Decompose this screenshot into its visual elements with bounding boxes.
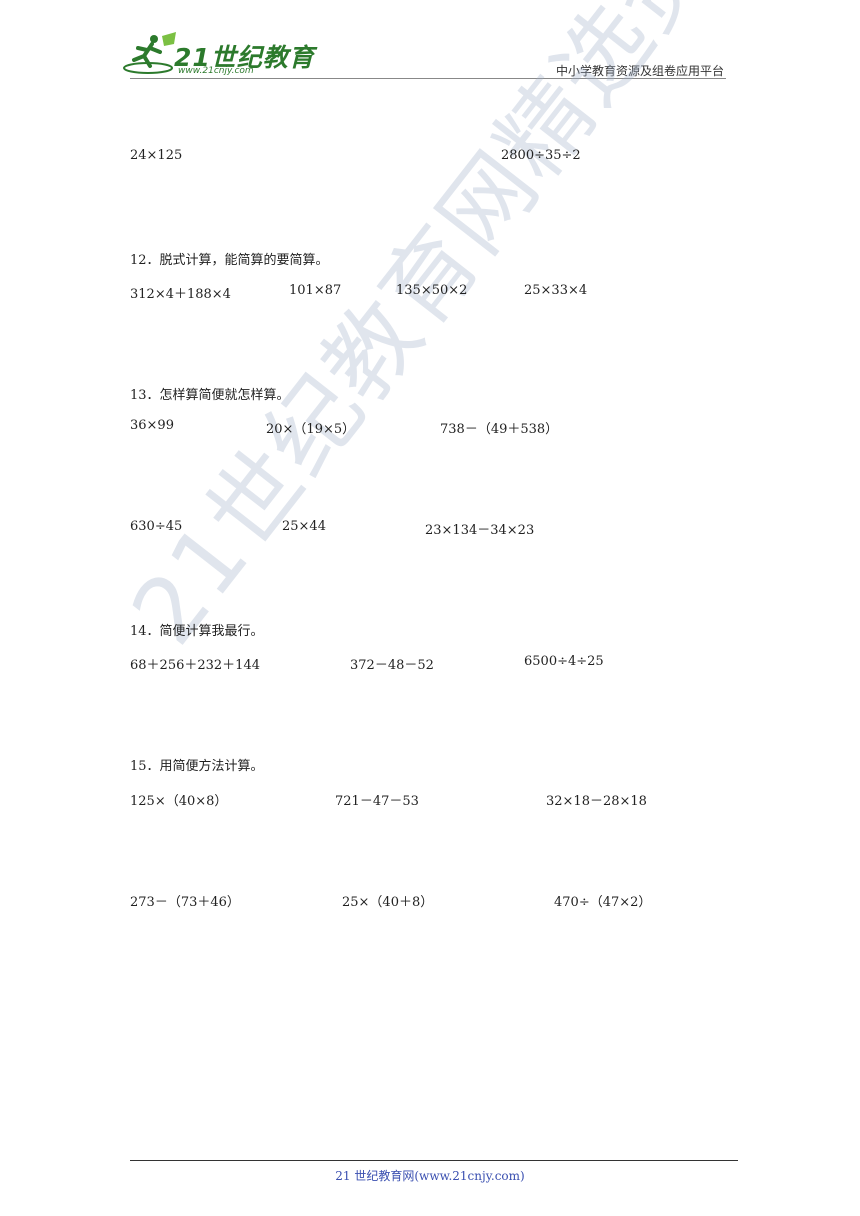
- logo-text: 21世纪教育: [174, 43, 315, 72]
- header-title: 中小学教育资源及组卷应用平台: [555, 64, 724, 78]
- problem: 32×18－28×18: [546, 794, 647, 809]
- question-title: 13．怎样算简便就怎样算。: [130, 388, 290, 403]
- runner-logo-icon: [123, 32, 176, 74]
- problem: 630÷45: [130, 519, 183, 534]
- problem: 23×134－34×23: [425, 523, 535, 538]
- problem: 135×50×2: [396, 283, 468, 298]
- problem: 721－47－53: [335, 794, 419, 809]
- logo: [120, 30, 290, 80]
- problem: 101×87: [289, 283, 342, 298]
- header-divider: [130, 78, 726, 79]
- footer-divider: [130, 1160, 738, 1161]
- problem: 2800÷35÷2: [501, 148, 581, 163]
- problem: 273－（73＋46）: [130, 895, 240, 910]
- problem: 470÷（47×2）: [554, 895, 652, 910]
- problem: 312×4＋188×4: [130, 287, 231, 302]
- question-title: 15．用简便方法计算。: [130, 759, 264, 774]
- problem: 24×125: [130, 148, 183, 163]
- problem: 36×99: [130, 418, 174, 433]
- problem: 738－（49＋538）: [440, 422, 559, 437]
- problem: 25×33×4: [524, 283, 588, 298]
- problem: 20×（19×5）: [266, 422, 356, 437]
- problem: 372－48－52: [350, 658, 434, 673]
- watermark: 21世纪教育网精选资料: [111, 0, 792, 664]
- logo-url: www.21cnjy.com: [178, 66, 254, 76]
- problem: 6500÷4÷25: [524, 654, 604, 669]
- problem: 25×（40＋8）: [342, 895, 434, 910]
- question-title: 14．简便计算我最行。: [130, 624, 264, 639]
- problem: 25×44: [282, 519, 326, 534]
- problem: 68＋256＋232＋144: [130, 658, 260, 673]
- question-title: 12．脱式计算，能简算的要简算。: [130, 253, 329, 268]
- problem: 125×（40×8）: [130, 794, 228, 809]
- footer-link[interactable]: 21 世纪教育网(www.21cnjy.com): [335, 1169, 525, 1183]
